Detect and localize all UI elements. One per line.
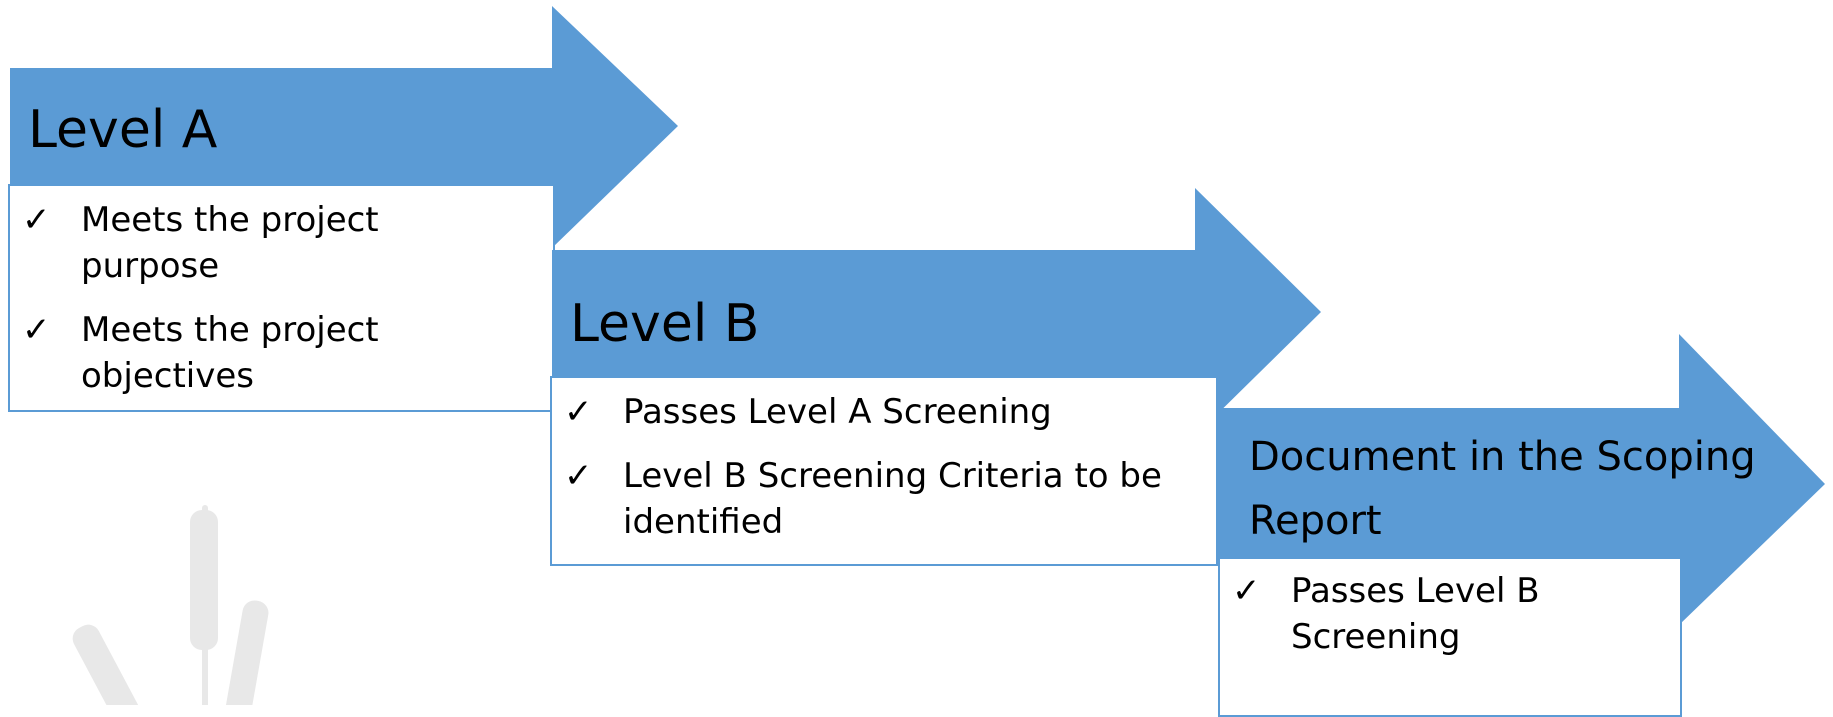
- scoping-report-arrow-shape: [1218, 334, 1825, 625]
- scoping-report-arrow: [1218, 334, 1825, 625]
- level-a-title: Level A: [28, 100, 218, 160]
- level-b-criteria-list: ✓Passes Level A Screening ✓Level B Scree…: [550, 389, 1180, 563]
- check-icon: ✓: [22, 310, 51, 350]
- level-a-criteria-box: [8, 184, 555, 412]
- level-b-criteria-box: [550, 376, 1218, 566]
- level-a-criterion: ✓Meets the project objectives: [8, 307, 488, 399]
- check-icon: ✓: [1232, 571, 1261, 611]
- check-icon: ✓: [564, 456, 593, 496]
- scoping-report-criteria-box: [1218, 557, 1682, 717]
- level-a-criteria-list: ✓Meets the project purpose ✓Meets the pr…: [8, 197, 488, 417]
- level-a-criterion: ✓Meets the project purpose: [8, 197, 488, 289]
- cattail-watermark-icon: [72, 505, 269, 705]
- check-icon: ✓: [564, 392, 593, 432]
- process-diagram: Level A ✓Meets the project purpose ✓Meet…: [8, 6, 1825, 717]
- scoping-report-criterion: ✓Passes Level B Screening: [1218, 568, 1638, 660]
- scoping-report-criteria-list: ✓Passes Level B Screening: [1218, 568, 1638, 678]
- scoping-report-title: Document in the Scoping Report: [1249, 434, 1756, 544]
- level-b-criterion: ✓Level B Screening Criteria to be identi…: [550, 453, 1180, 545]
- level-b-arrow: [552, 188, 1321, 436]
- level-b-arrow-shape: [552, 188, 1321, 436]
- level-b-title: Level B: [570, 294, 760, 354]
- level-b-criterion: ✓Passes Level A Screening: [550, 389, 1180, 435]
- check-icon: ✓: [22, 200, 51, 240]
